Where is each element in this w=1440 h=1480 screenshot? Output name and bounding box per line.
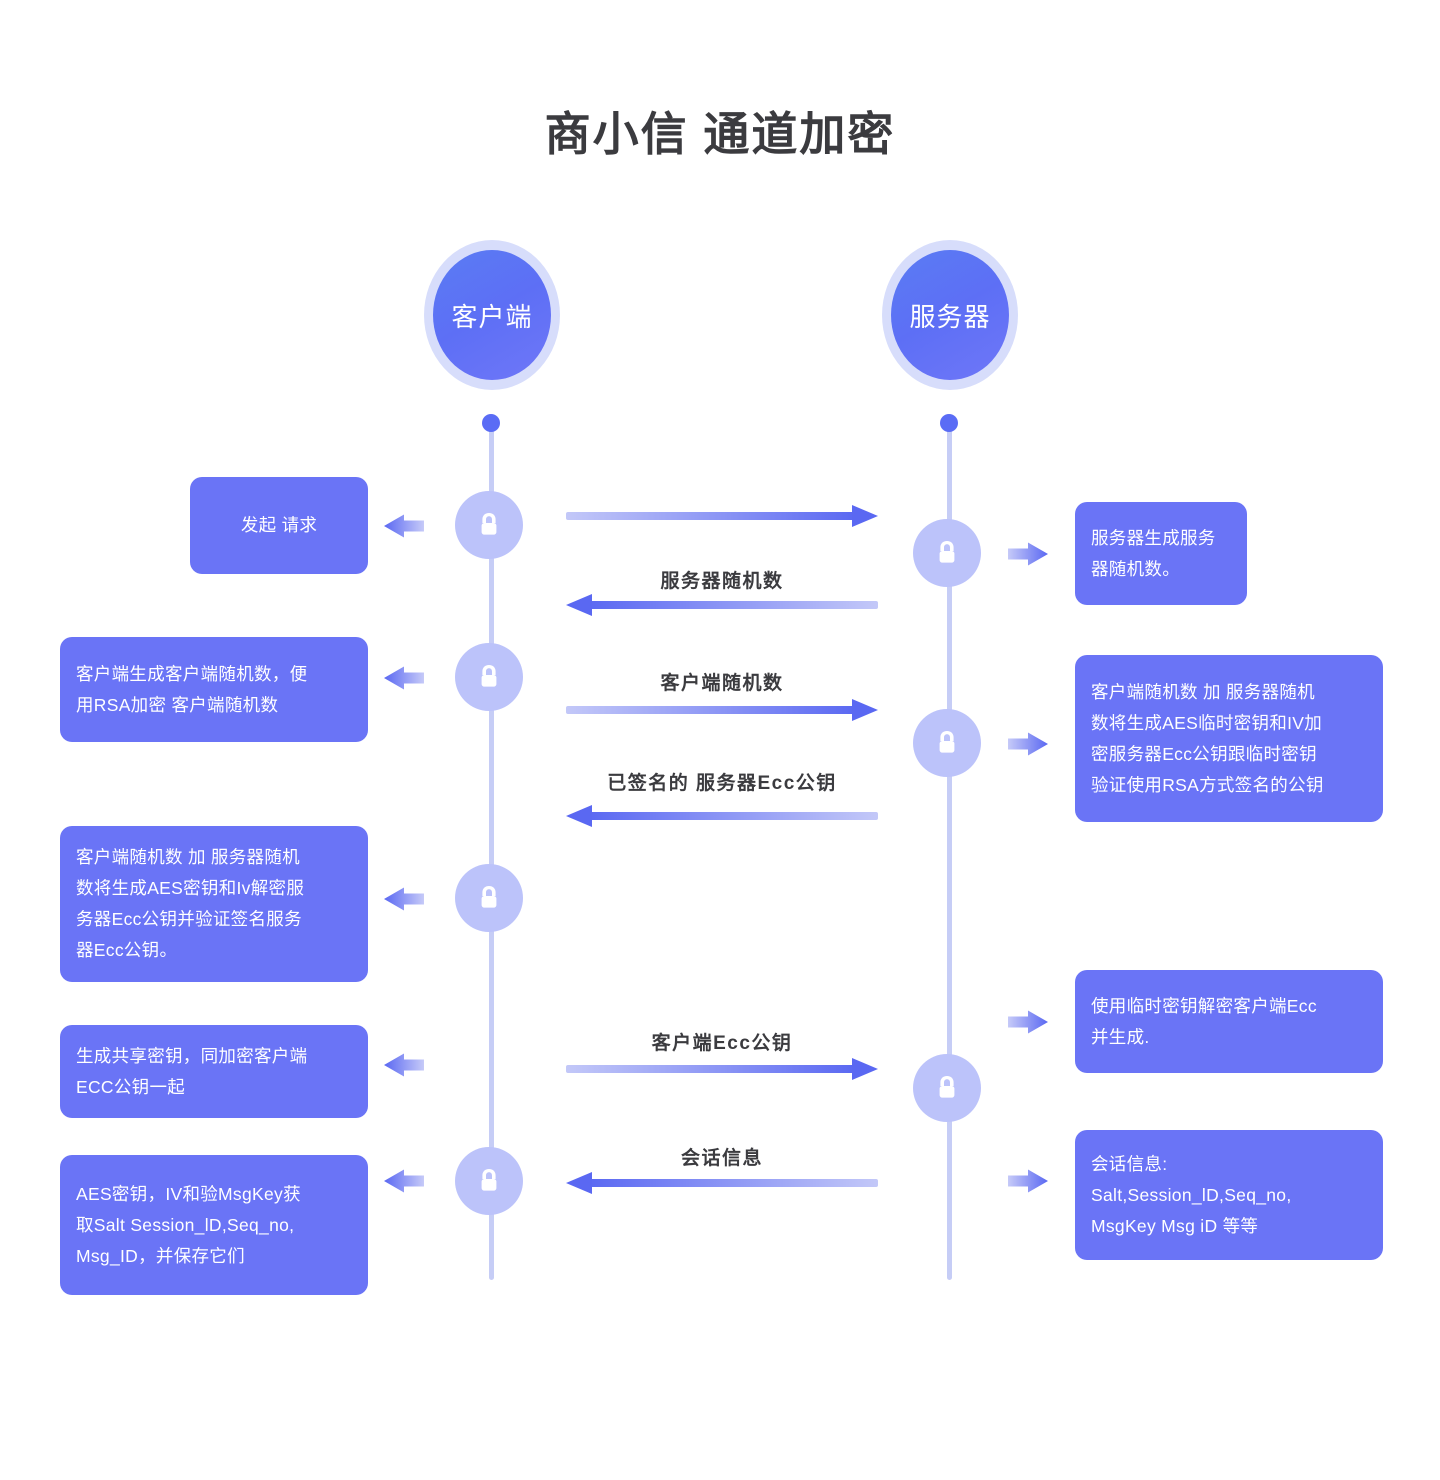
note-box-client-4[interactable]: 生成共享密钥，同加密客户端 ECC公钥一起	[60, 1025, 368, 1118]
note-line: 会话信息:	[1091, 1153, 1168, 1174]
message-arrow-5[interactable]	[566, 1058, 878, 1080]
actor-core: 服务器	[891, 250, 1009, 380]
note-line: 务器Ecc公钥并验证签名服务	[76, 909, 302, 929]
stub-arrow-left-icon	[382, 663, 424, 693]
actor-server-label: 服务器	[909, 301, 991, 332]
note-line: 客户端随机数 加 服务器随机	[1091, 681, 1315, 702]
message-arrow-1[interactable]	[566, 505, 878, 527]
note-line: ECC公钥一起	[76, 1076, 186, 1097]
lifeline-start-dot-client	[482, 414, 500, 432]
note-line: 使用临时密钥解密客户端Ecc	[1091, 995, 1317, 1016]
note-line: 客户端随机数 加 服务器随机	[76, 847, 300, 867]
note-box-server-1[interactable]: 服务器生成服务 器随机数。	[1075, 502, 1247, 605]
message-label-5: 客户端Ecc公钥	[651, 1033, 793, 1054]
message-arrow-3[interactable]	[566, 699, 878, 721]
page-title: 商小信 通道加密	[544, 108, 896, 160]
message-arrow-4[interactable]	[566, 805, 878, 827]
padlock-icon	[913, 709, 981, 777]
padlock-icon	[455, 643, 523, 711]
message-label-4: 已签名的 服务器Ecc公钥	[607, 773, 837, 794]
stub-arrow-right-icon	[1008, 539, 1050, 569]
actor-client[interactable]: 客户端	[424, 240, 560, 390]
message-arrow-6[interactable]	[566, 1172, 878, 1194]
stub-arrow-right-icon	[1008, 729, 1050, 759]
stub-arrow-right-icon	[1008, 1166, 1050, 1196]
note-line: 发起 请求	[240, 515, 318, 535]
message-label-6: 会话信息	[680, 1148, 763, 1169]
note-line: 器Ecc公钥。	[76, 940, 178, 960]
stub-arrow-right-icon	[1008, 1007, 1050, 1037]
stub-arrow-left-icon	[382, 884, 424, 914]
note-line: 并生成.	[1091, 1026, 1150, 1047]
lifeline-client	[489, 423, 494, 1280]
note-line: 验证使用RSA方式签名的公钥	[1091, 774, 1324, 795]
note-line: 数将生成AES临时密钥和IV加	[1091, 712, 1323, 733]
message-label-3: 客户端随机数	[660, 673, 784, 694]
actor-core: 客户端	[433, 250, 551, 380]
note-line: Msg_ID，并保存它们	[76, 1245, 245, 1266]
note-box-client-2[interactable]: 客户端生成客户端随机数，便 用RSA加密 客户端随机数	[60, 637, 368, 742]
stub-arrow-left-icon	[382, 511, 424, 541]
note-box-server-2[interactable]: 客户端随机数 加 服务器随机 数将生成AES临时密钥和IV加 密服务器Ecc公钥…	[1075, 655, 1383, 822]
note-line: 数将生成AES密钥和Iv解密服	[76, 878, 305, 898]
padlock-icon	[913, 519, 981, 587]
note-line: 服务器生成服务	[1091, 527, 1216, 548]
note-box-server-4[interactable]: 会话信息: Salt,Session_lD,Seq_no, MsgKey Msg…	[1075, 1130, 1383, 1260]
message-label-2: 服务器随机数	[660, 571, 784, 592]
note-line: 用RSA加密 客户端随机数	[76, 694, 279, 715]
note-box-client-5[interactable]: AES密钥，IV和验MsgKey获 取Salt Session_lD,Seq_n…	[60, 1155, 368, 1295]
note-line: 密服务器Ecc公钥跟临时密钥	[1091, 743, 1317, 764]
note-line: AES密钥，IV和验MsgKey获	[76, 1183, 301, 1204]
message-arrow-2[interactable]	[566, 594, 878, 616]
padlock-icon	[913, 1054, 981, 1122]
padlock-icon	[455, 1147, 523, 1215]
lifeline-start-dot-server	[940, 414, 958, 432]
note-line: Salt,Session_lD,Seq_no,	[1091, 1184, 1292, 1205]
padlock-icon	[455, 491, 523, 559]
note-line: 取Salt Session_lD,Seq_no,	[76, 1214, 295, 1235]
note-box-client-3[interactable]: 客户端随机数 加 服务器随机 数将生成AES密钥和Iv解密服 务器Ecc公钥并验…	[60, 826, 368, 982]
padlock-icon	[455, 864, 523, 932]
stub-arrow-left-icon	[382, 1050, 424, 1080]
actor-client-label: 客户端	[451, 301, 533, 332]
note-line: 器随机数。	[1091, 558, 1180, 579]
actor-server[interactable]: 服务器	[882, 240, 1018, 390]
note-box-client-1[interactable]: 发起 请求	[190, 477, 368, 574]
note-line: 生成共享密钥，同加密客户端	[76, 1045, 308, 1066]
stub-arrow-left-icon	[382, 1166, 424, 1196]
lifeline-server	[947, 423, 952, 1280]
note-line: MsgKey Msg iD 等等	[1091, 1215, 1259, 1236]
note-box-server-3[interactable]: 使用临时密钥解密客户端Ecc 并生成.	[1075, 970, 1383, 1073]
note-line: 客户端生成客户端随机数，便	[76, 663, 308, 684]
